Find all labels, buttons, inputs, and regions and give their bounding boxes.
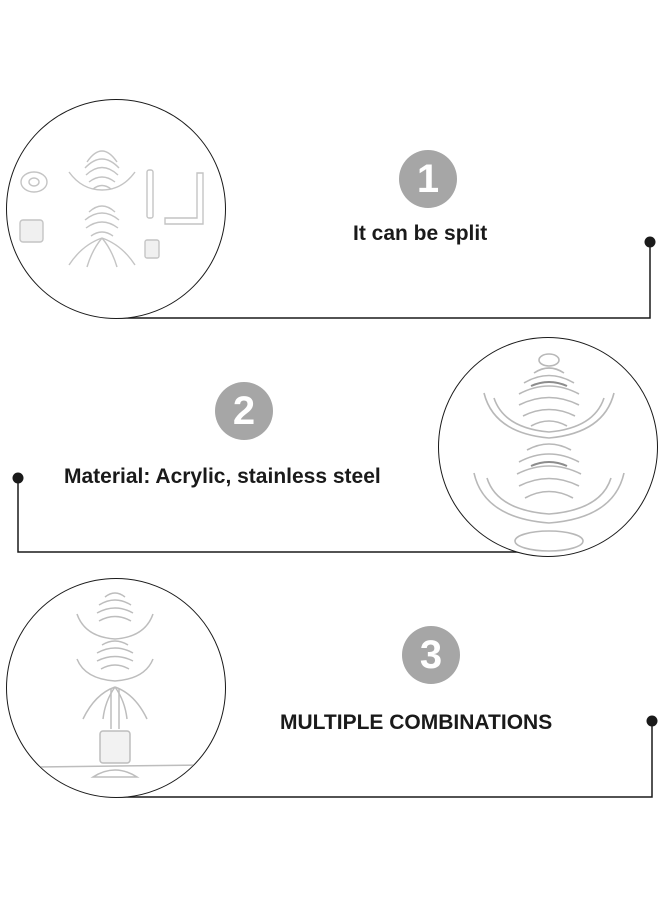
connector-dot-2	[12, 472, 24, 484]
connector-dot-1	[644, 236, 656, 248]
spiral-cage-closeup-icon	[473, 353, 625, 552]
connector-dot-3	[646, 715, 658, 727]
step-number-badge-2: 2	[215, 382, 273, 440]
caption-2: Material: Acrylic, stainless steel	[64, 465, 381, 488]
product-image-circle-1	[6, 99, 226, 319]
connector-line-2	[17, 478, 560, 553]
disassembled-parts-icon	[19, 150, 204, 268]
product-image-circle-3	[6, 578, 226, 798]
step-number-badge-3: 3	[402, 626, 460, 684]
caption-1: It can be split	[353, 222, 488, 245]
connector-line-3	[118, 721, 653, 798]
assembled-stack-icon	[36, 592, 203, 778]
caption-3: MULTIPLE COMBINATIONS	[280, 711, 553, 734]
connector-line-1	[118, 242, 651, 319]
product-image-circle-2	[438, 337, 658, 557]
step-number-badge-1: 1	[399, 150, 457, 208]
